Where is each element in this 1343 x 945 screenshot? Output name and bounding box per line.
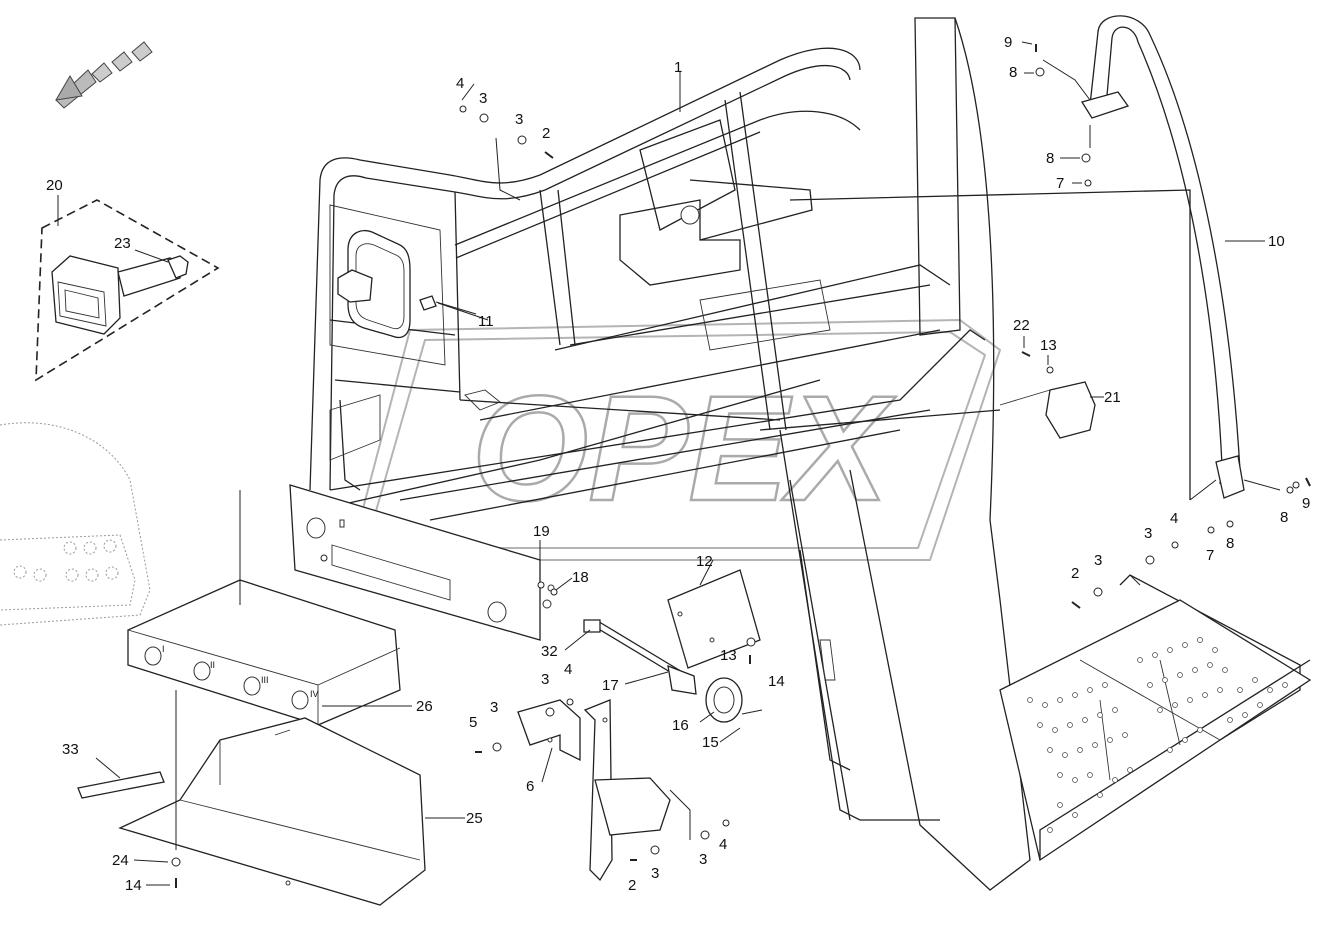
label-3-right-b: 3 xyxy=(1094,552,1102,569)
label-4-right: 4 xyxy=(1170,510,1178,527)
watermark-text: OPEX xyxy=(472,364,897,532)
label-18: 18 xyxy=(572,569,589,586)
panel-26: I II III IV xyxy=(127,579,401,726)
work-lamp-20 xyxy=(35,199,220,382)
label-3-mid-a: 3 xyxy=(541,671,549,688)
label-2-right: 2 xyxy=(1071,565,1079,582)
label-4-top: 4 xyxy=(456,75,464,92)
background-machine-outline xyxy=(0,422,151,626)
label-21: 21 xyxy=(1104,389,1121,406)
bracket-21 xyxy=(999,381,1096,439)
opex-watermark: OPEX xyxy=(358,318,1002,561)
label-5: 5 xyxy=(469,714,477,731)
label-13-right: 13 xyxy=(1040,337,1057,354)
direction-arrow-icon xyxy=(55,41,153,109)
label-20: 20 xyxy=(46,177,63,194)
label-9-right: 9 xyxy=(1302,495,1310,512)
label-3-bottom-b: 3 xyxy=(651,865,659,882)
headlight-assembly-11 xyxy=(329,204,477,366)
label-23: 23 xyxy=(114,235,131,252)
handrail-10 xyxy=(1080,15,1245,499)
part-labels: 1 4 3 3 2 9 8 8 7 10 20 23 11 22 13 21 9… xyxy=(46,34,1310,894)
label-3-mid-b: 3 xyxy=(490,699,498,716)
label-8-top: 8 xyxy=(1009,64,1017,81)
label-24: 24 xyxy=(112,852,129,869)
label-7-top: 7 xyxy=(1056,175,1064,192)
strip-33 xyxy=(77,771,165,799)
label-14-right: 14 xyxy=(768,673,785,690)
label-2-top: 2 xyxy=(542,125,550,142)
label-3-right-a: 3 xyxy=(1144,525,1152,542)
label-4-bottom: 4 xyxy=(719,836,727,853)
label-17: 17 xyxy=(602,677,619,694)
label-33: 33 xyxy=(62,741,79,758)
label-10: 10 xyxy=(1268,233,1285,250)
label-3-top-b: 3 xyxy=(515,111,523,128)
label-12: 12 xyxy=(696,553,713,570)
label-15: 15 xyxy=(702,734,719,751)
label-26: 26 xyxy=(416,698,433,715)
label-19: 19 xyxy=(533,523,550,540)
panel-hole-label-1: I xyxy=(162,644,165,654)
label-32: 32 xyxy=(541,643,558,660)
panel-25 xyxy=(118,717,426,906)
label-3-bottom-a: 3 xyxy=(699,851,707,868)
sensor-assembly-16 xyxy=(583,619,763,723)
label-14-bottom: 14 xyxy=(125,877,142,894)
label-6: 6 xyxy=(526,778,534,795)
step-platform xyxy=(999,574,1312,862)
fastener-symbols xyxy=(171,44,1311,888)
label-22: 22 xyxy=(1013,317,1030,334)
label-8-right-a: 8 xyxy=(1280,509,1288,526)
label-1: 1 xyxy=(674,59,682,76)
label-7-right: 7 xyxy=(1206,547,1214,564)
panel-hole-label-3: III xyxy=(261,675,269,685)
front-plate xyxy=(289,484,555,641)
label-2-bottom: 2 xyxy=(628,877,636,894)
bracket-12 xyxy=(667,569,761,669)
label-3-top-a: 3 xyxy=(479,90,487,107)
panel-hole-label-2: II xyxy=(210,660,215,670)
leader-lines xyxy=(57,59,1281,850)
label-8-mid: 8 xyxy=(1046,150,1054,167)
panel-hole-label-4: IV xyxy=(310,689,319,699)
label-11: 11 xyxy=(478,313,494,330)
bracket-6 xyxy=(517,699,671,882)
label-13-lower: 13 xyxy=(720,647,737,664)
label-25: 25 xyxy=(466,810,483,827)
label-16: 16 xyxy=(672,717,689,734)
small-leaders xyxy=(133,41,1082,886)
label-8-right-b: 8 xyxy=(1226,535,1234,552)
label-4-mid: 4 xyxy=(564,661,572,678)
label-9-top: 9 xyxy=(1004,34,1012,51)
